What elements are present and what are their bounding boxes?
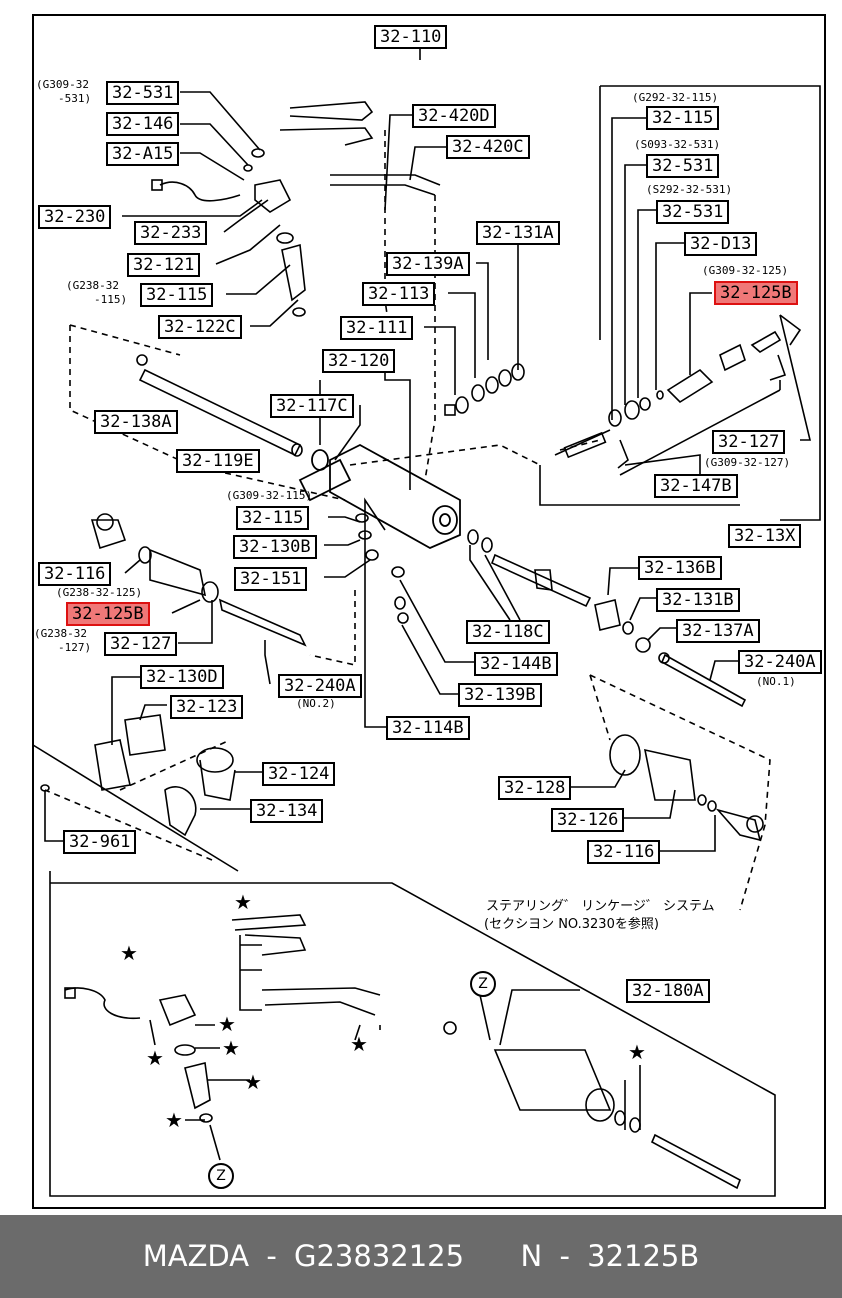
- star-icon: ★: [628, 1040, 646, 1064]
- note-no2: (NO.2): [296, 697, 336, 710]
- z-marker-icon: Z: [208, 1163, 234, 1189]
- label-32-180A: 32-180A: [626, 979, 710, 1003]
- label-32-126: 32-126: [551, 808, 625, 832]
- note-g238-32-127-line1: (G238-32: [34, 627, 87, 640]
- label-32-139B: 32-139B: [458, 683, 542, 707]
- label-32-420C: 32-420C: [446, 135, 530, 159]
- brand-name: MAZDA: [142, 1239, 250, 1273]
- label-32-121: 32-121: [127, 253, 201, 277]
- note-g309-32-531-line2: -531): [58, 92, 92, 105]
- label-32-110: 32-110: [374, 25, 448, 49]
- note-no1: (NO.1): [756, 675, 796, 688]
- diagram-drawing: [32, 14, 826, 1209]
- label-32-128: 32-128: [498, 776, 572, 800]
- note-g309-32-127: (G309-32-127): [704, 456, 791, 469]
- part-number: G23832125: [294, 1239, 465, 1273]
- label-32-139A: 32-139A: [386, 252, 470, 276]
- star-icon: ★: [165, 1108, 183, 1132]
- star-icon: ★: [222, 1036, 240, 1060]
- steering-linkage-note-line2: (セクシヨン NO.3230を参照): [484, 917, 659, 932]
- label-32-240A-no1: 32-240A: [738, 650, 822, 674]
- label-32-137A: 32-137A: [676, 619, 760, 643]
- ref-prefix: N: [520, 1239, 543, 1273]
- label-32-123: 32-123: [170, 695, 244, 719]
- separator: -: [266, 1239, 277, 1273]
- label-32-115-right: 32-115: [646, 106, 720, 130]
- parts-diagram: 32-110 32-531 32-146 32-A15 32-230 32-23…: [32, 14, 826, 1209]
- star-icon: ★: [218, 1012, 236, 1036]
- label-32-13X: 32-13X: [728, 524, 802, 548]
- note-g238-32-127-line2: -127): [58, 641, 92, 654]
- separator: -: [559, 1239, 570, 1273]
- label-32-114B: 32-114B: [386, 716, 470, 740]
- label-32-A15: 32-A15: [106, 142, 180, 166]
- ref-number: 32125B: [587, 1239, 700, 1273]
- label-32-136B: 32-136B: [638, 556, 722, 580]
- note-g238-32-115-line2: -115): [94, 293, 128, 306]
- note-g292-32-115: (G292-32-115): [632, 91, 719, 104]
- label-32-125B-left-highlighted: 32-125B: [66, 602, 150, 626]
- label-32-240A-no2: 32-240A: [278, 674, 362, 698]
- star-icon: ★: [234, 890, 252, 914]
- label-32-116-left: 32-116: [38, 562, 112, 586]
- label-32-127-right: 32-127: [712, 430, 786, 454]
- star-icon: ★: [350, 1032, 368, 1056]
- label-32-117C: 32-117C: [270, 394, 354, 418]
- label-32-147B: 32-147B: [654, 474, 738, 498]
- note-s292-32-531: (S292-32-531): [646, 183, 733, 196]
- label-32-531: 32-531: [106, 81, 180, 105]
- note-g309-32-531-line1: (G309-32: [36, 78, 89, 91]
- label-32-125B-highlighted: 32-125B: [714, 281, 798, 305]
- star-icon: ★: [146, 1046, 164, 1070]
- note-g238-32-115-line1: (G238-32: [66, 279, 119, 292]
- steering-linkage-note-line1: ステアリング゛ リンケージ゛ システム: [486, 899, 715, 914]
- label-32-230: 32-230: [38, 205, 112, 229]
- label-32-233: 32-233: [134, 221, 208, 245]
- label-32-127-left: 32-127: [104, 632, 178, 656]
- label-32-131A: 32-131A: [476, 221, 560, 245]
- label-32-531-right-1: 32-531: [646, 154, 720, 178]
- label-32-130D: 32-130D: [140, 665, 224, 689]
- star-icon: ★: [120, 941, 138, 965]
- label-32-130B: 32-130B: [233, 535, 317, 559]
- label-32-146: 32-146: [106, 112, 180, 136]
- label-32-D13: 32-D13: [684, 232, 758, 256]
- label-32-116-right: 32-116: [587, 840, 661, 864]
- inner-frame: [49, 871, 776, 1197]
- label-32-115-center: 32-115: [236, 506, 310, 530]
- label-32-113: 32-113: [362, 282, 436, 306]
- note-s093-32-531: (S093-32-531): [634, 138, 721, 151]
- note-g309-32-115: (G309-32-115): [226, 489, 313, 502]
- z-marker-icon: Z: [470, 971, 496, 997]
- label-32-115: 32-115: [140, 283, 214, 307]
- label-32-151: 32-151: [234, 567, 308, 591]
- star-icon: ★: [244, 1070, 262, 1094]
- label-32-531-right-2: 32-531: [656, 200, 730, 224]
- label-32-134: 32-134: [250, 799, 324, 823]
- label-32-420D: 32-420D: [412, 104, 496, 128]
- part-info-footer: MAZDA - G23832125 N - 32125B: [0, 1215, 842, 1298]
- label-32-131B: 32-131B: [656, 588, 740, 612]
- label-32-144B: 32-144B: [474, 652, 558, 676]
- label-32-119E: 32-119E: [176, 449, 260, 473]
- outer-frame: [32, 14, 826, 1209]
- label-32-961: 32-961: [63, 830, 137, 854]
- label-32-122C: 32-122C: [158, 315, 242, 339]
- label-32-120: 32-120: [322, 349, 396, 373]
- note-g309-32-125: (G309-32-125): [702, 264, 789, 277]
- note-g238-32-125: (G238-32-125): [56, 586, 143, 599]
- label-32-118C: 32-118C: [466, 620, 550, 644]
- label-32-138A: 32-138A: [94, 410, 178, 434]
- label-32-111: 32-111: [340, 316, 414, 340]
- label-32-124: 32-124: [262, 762, 336, 786]
